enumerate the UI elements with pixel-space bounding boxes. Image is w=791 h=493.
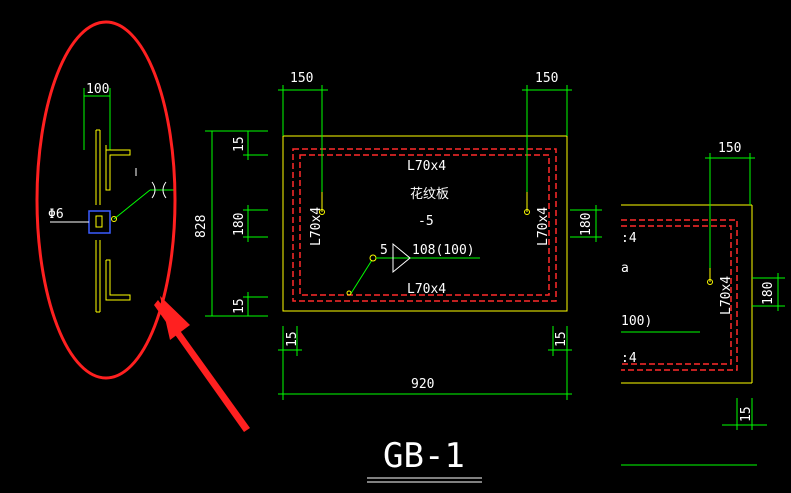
- plan-view: 150 150 828 15 180 15 15 15 920 L70x4: [194, 71, 602, 483]
- partial-view: 150 L70x4 180 :4 a 100) :4 15: [621, 141, 785, 466]
- fillet-weld-symbol: [392, 242, 411, 274]
- text-fragment: 100): [621, 314, 652, 329]
- dimension-15-right-bottom: 15: [554, 331, 569, 347]
- angle-frame-inner: [621, 225, 732, 365]
- weld-symbol: [151, 181, 156, 199]
- angle-label-left: L70x4: [309, 207, 324, 246]
- drawing-title: GB-1: [383, 436, 465, 476]
- dimension-100: 100: [86, 82, 109, 97]
- bar-label: Φ6: [48, 207, 64, 222]
- weld-symbol: [162, 181, 167, 199]
- section-detail: 100 Φ6: [48, 82, 176, 313]
- text-fragment: a: [621, 261, 629, 276]
- anchor-point: [707, 279, 713, 285]
- angle-label-vertical: L70x4: [719, 276, 734, 315]
- plate-outline: [282, 135, 568, 312]
- bar-section: [95, 215, 103, 228]
- plate-name: 花纹板: [410, 186, 449, 202]
- plate-thickness: -5: [418, 214, 434, 229]
- dimension-150: 150: [718, 141, 741, 156]
- weld-point: [346, 290, 352, 296]
- anchor-point: [319, 209, 325, 215]
- weld-size: 5: [380, 243, 388, 258]
- dimension-15-top: 15: [232, 136, 247, 152]
- dimension-150-left: 150: [290, 71, 313, 86]
- angle-bracket-top: [105, 149, 131, 191]
- dimension-920: 920: [411, 377, 434, 392]
- bar-box: [88, 210, 111, 234]
- angle-frame-inner: [299, 154, 550, 296]
- dimension-15-bottom: 15: [232, 298, 247, 314]
- dimension-150-right: 150: [535, 71, 558, 86]
- text-fragment: :4: [621, 351, 637, 366]
- weld-point: [111, 216, 117, 222]
- angle-label-right: L70x4: [536, 207, 551, 246]
- angle-frame-outer: [621, 219, 738, 371]
- weld-leader: [113, 189, 151, 220]
- angle-label-bottom: L70x4: [407, 282, 446, 297]
- angle-frame-outer: [292, 148, 557, 302]
- anchor-point: [524, 209, 530, 215]
- dimension-180-partial: 180: [761, 282, 776, 305]
- callout-ellipse: [35, 20, 177, 380]
- weld-length: 108(100): [412, 243, 475, 258]
- angle-bracket-bottom: [105, 259, 131, 301]
- dimension-828: 828: [194, 215, 209, 238]
- dimension-180-right: 180: [579, 213, 594, 236]
- weld-leader: [349, 259, 373, 296]
- dimension-15-left-bottom: 15: [285, 331, 300, 347]
- weld-ring: [369, 254, 377, 262]
- text-fragment: :4: [621, 231, 637, 246]
- dimension-180: 180: [232, 213, 247, 236]
- angle-label-top: L70x4: [407, 159, 446, 174]
- callout-arrow-head: [160, 296, 190, 340]
- dimension-15-partial: 15: [739, 406, 754, 422]
